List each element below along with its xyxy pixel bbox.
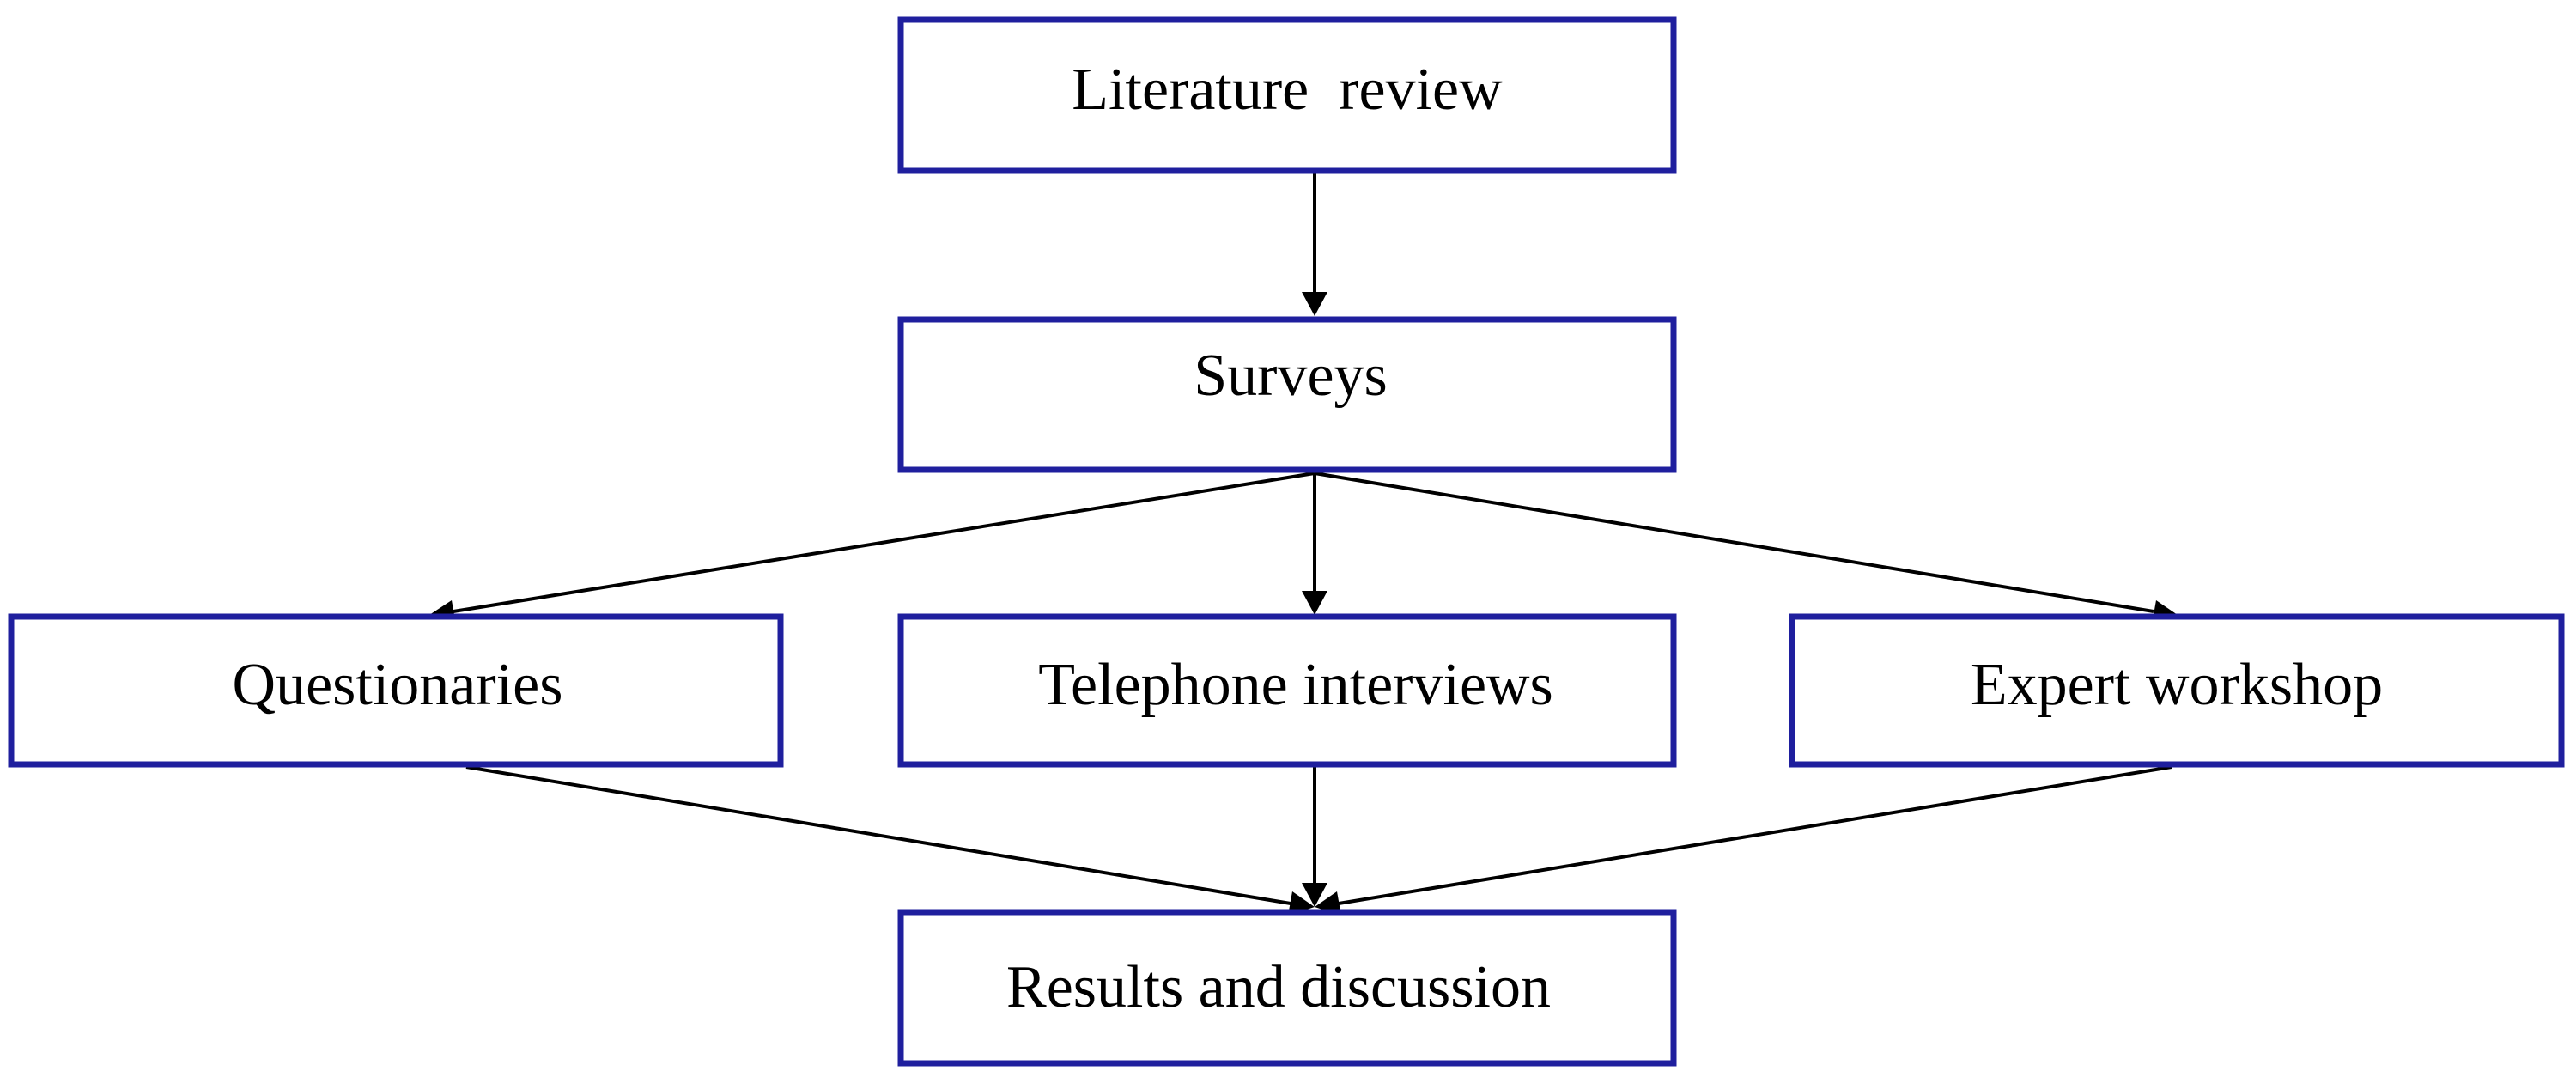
node-telephone-interviews-box <box>897 613 1677 768</box>
node-results-discussion-box <box>897 909 1677 1067</box>
arrowhead-surveys-to-telephone <box>1302 591 1327 615</box>
node-questionaries: Questionaries <box>8 613 784 768</box>
edge-expert-to-results <box>1338 765 2172 905</box>
node-expert-workshop: Expert workshop <box>1789 613 2565 768</box>
node-results-discussion-label: Results and discussion <box>1006 954 1551 1020</box>
node-expert-workshop-label: Expert workshop <box>1971 652 2383 718</box>
node-expert-workshop-box <box>1789 613 2565 768</box>
edge-surveys-to-questionaries <box>453 472 1315 613</box>
node-literature-review-box <box>897 16 1677 174</box>
node-results-discussion: Results and discussion <box>897 909 1677 1067</box>
node-telephone-interviews: Telephone interviews <box>897 613 1677 768</box>
node-literature-review-label: Literature review <box>1072 57 1503 123</box>
node-surveys-box <box>897 316 1677 473</box>
node-surveys: Surveys <box>897 316 1677 473</box>
arrowhead-telephone-to-results <box>1302 883 1327 907</box>
nodes: Literature review Surveys Questionaries … <box>8 16 2565 1067</box>
edge-surveys-to-expert <box>1314 472 2154 613</box>
edge-questionaries-to-results <box>465 765 1291 905</box>
node-questionaries-label: Questionaries <box>233 652 563 718</box>
node-surveys-label: Surveys <box>1194 343 1388 409</box>
arrowhead-literature-to-surveys <box>1302 292 1327 316</box>
node-questionaries-box <box>8 613 784 768</box>
edges <box>429 173 2178 916</box>
node-telephone-interviews-label: Telephone interviews <box>1038 652 1553 718</box>
node-literature-review: Literature review <box>897 16 1677 174</box>
